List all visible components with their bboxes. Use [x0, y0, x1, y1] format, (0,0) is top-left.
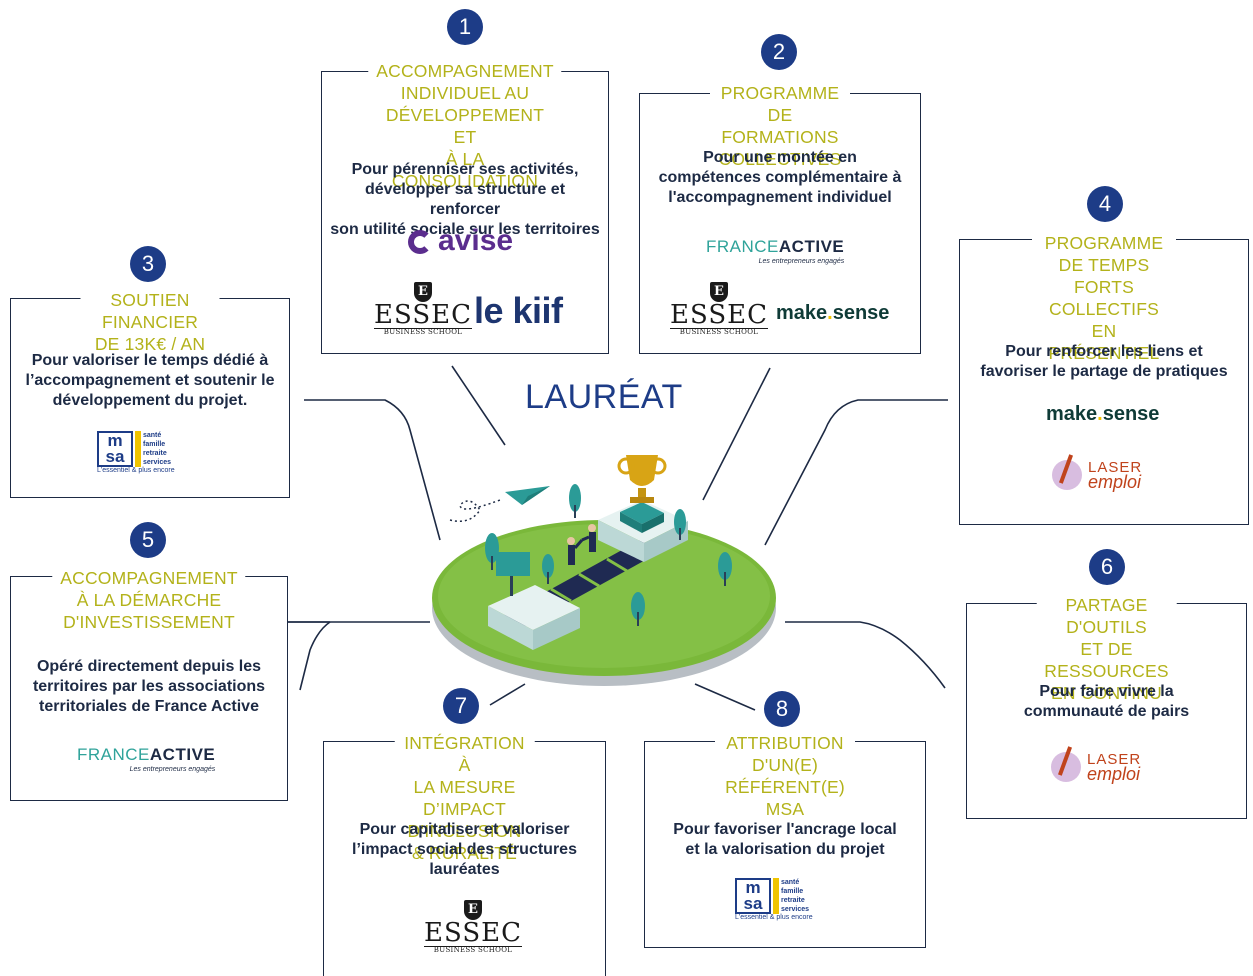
ms-dot: . — [827, 302, 833, 324]
center-title: LAURÉAT — [525, 378, 683, 416]
people-figures — [567, 524, 596, 565]
logo-avise: avise — [408, 224, 513, 258]
emploi-word: emploi — [1087, 764, 1141, 784]
essec-sub: BUSINESS SCHOOL — [670, 328, 769, 336]
island-illustration — [432, 455, 776, 686]
laser-emploi-icon — [1052, 460, 1082, 490]
sign-board — [496, 552, 530, 576]
essec-shield-icon: E — [464, 900, 483, 920]
badge-3: 3 — [130, 246, 166, 282]
box-7: INTÉGRATION À LA MESURE D’IMPACT D’INCLU… — [323, 732, 606, 976]
box-1: ACCOMPAGNEMENT INDIVIDUEL AU DÉVELOPPEME… — [321, 60, 609, 354]
laser-word: LASER — [1087, 751, 1142, 768]
logo-lekiif: le kiif — [474, 290, 563, 331]
laser-emploi-icon — [1051, 752, 1081, 782]
box-7-desc: Pour capitaliser et valoriser l’impact s… — [352, 821, 577, 878]
badge-5: 5 — [130, 522, 166, 558]
ms-b: sense — [832, 302, 890, 324]
box-8-desc: Pour favoriser l'ancrage local et la val… — [673, 821, 897, 858]
box-8: ATTRIBUTION D'UN(E) RÉFÉRENT(E) MSA Pour… — [644, 732, 926, 948]
ms-dot: . — [1097, 403, 1103, 425]
connector-8 — [694, 683, 756, 711]
badge-7: 7 — [443, 688, 479, 724]
box-3-title: SOUTIEN FINANCIER DE 13K€ / AN — [80, 289, 220, 355]
plane-trail — [449, 499, 501, 522]
essec-name: ESSEC — [670, 300, 769, 330]
box-3-desc: Pour valoriser le temps dédié à l’accomp… — [25, 352, 275, 409]
box-5-title: ACCOMPAGNEMENT À LA DÉMARCHE D'INVESTISS… — [52, 567, 246, 633]
fa-word-2: ACTIVE — [778, 237, 845, 256]
ms-a: make — [776, 302, 828, 324]
essec-name: ESSEC — [424, 918, 523, 948]
msa-tagline: L'essentiel & plus encore — [97, 467, 175, 474]
fa-word-1: FRANCE — [706, 237, 779, 256]
badge-4: 4 — [1087, 186, 1123, 222]
box-2-title: PROGRAMME DE FORMATIONS COLLECTIVES — [710, 82, 850, 170]
box-6-desc: Pour faire vivre la communauté de pairs — [1023, 683, 1190, 720]
badge-1: 1 — [447, 9, 483, 45]
fa-word-1: FRANCE — [77, 745, 150, 764]
fa-tagline: Les entrepreneurs engagés — [758, 258, 845, 265]
logo-france-active: FRANCEACTIVE Les entrepreneurs engagés — [77, 745, 215, 773]
connector-2 — [702, 367, 771, 501]
box-2-desc: Pour une montée en compétences complémen… — [658, 149, 902, 206]
start-block-top — [488, 585, 580, 630]
msa-mark-icon: m sa — [97, 431, 133, 467]
badge-8: 8 — [764, 691, 800, 727]
connector-7 — [489, 683, 526, 706]
essec-shield-icon: E — [710, 282, 729, 302]
essec-sub: BUSINESS SCHOOL — [374, 328, 473, 336]
ms-a: make — [1046, 403, 1098, 425]
fa-word-2: ACTIVE — [149, 745, 216, 764]
box-5-desc: Opéré directement depuis les territoires… — [32, 658, 266, 715]
connector-3 — [304, 399, 441, 541]
box-5: ACCOMPAGNEMENT À LA DÉMARCHE D'INVESTISS… — [10, 567, 288, 801]
box-7-title: INTÉGRATION À LA MESURE D’IMPACT D’INCLU… — [394, 732, 535, 864]
box-3: SOUTIEN FINANCIER DE 13K€ / AN Pour valo… — [10, 289, 290, 498]
msa-lines: santé famille retraite services — [773, 878, 809, 914]
box-6: PARTAGE D'OUTILS ET DE RESSOURCES EN CON… — [966, 594, 1247, 819]
connector-4 — [764, 399, 948, 546]
badge-6: 6 — [1089, 549, 1125, 585]
essec-sub: BUSINESS SCHOOL — [424, 946, 523, 954]
connector-6 — [785, 621, 946, 689]
logo-make-sense: make.sense — [1046, 403, 1159, 426]
box-1-title: ACCOMPAGNEMENT INDIVIDUEL AU DÉVELOPPEME… — [368, 60, 562, 192]
msa-mark-icon: m sa — [735, 878, 771, 914]
box-4: PROGRAMME DE TEMPS FORTS COLLECTIFS EN P… — [959, 232, 1249, 525]
avise-text: avise — [438, 224, 514, 257]
essec-shield-icon: E — [414, 282, 433, 302]
box-4-desc: Pour renforcer les liens et favoriser le… — [980, 343, 1228, 380]
msa-lines: santé famille retraite services — [135, 431, 171, 467]
laser-word: LASER — [1088, 459, 1143, 476]
trees — [485, 484, 732, 620]
logo-france-active: FRANCEACTIVE Les entrepreneurs engagés — [706, 237, 844, 265]
logo-make-sense: make.sense — [776, 302, 889, 325]
ms-b: sense — [1102, 403, 1160, 425]
box-2: PROGRAMME DE FORMATIONS COLLECTIVES Pour… — [639, 82, 921, 354]
connector-1 — [451, 365, 506, 446]
essec-name: ESSEC — [374, 300, 473, 330]
box-8-title: ATTRIBUTION D'UN(E) RÉFÉRENT(E) MSA — [715, 732, 855, 820]
fa-tagline: Les entrepreneurs engagés — [129, 766, 216, 773]
box-4-title: PROGRAMME DE TEMPS FORTS COLLECTIFS EN P… — [1032, 232, 1176, 364]
paper-plane-icon — [505, 486, 550, 505]
box-1-desc: Pour pérenniser ses activités, développe… — [330, 161, 600, 238]
box-6-title: PARTAGE D'OUTILS ET DE RESSOURCES EN CON… — [1036, 594, 1177, 704]
emploi-word: emploi — [1088, 472, 1142, 492]
trophy-icon — [626, 455, 658, 486]
avise-icon — [408, 230, 432, 255]
badge-2: 2 — [761, 34, 797, 70]
connector-lines — [288, 365, 948, 711]
connector-5c — [299, 621, 331, 691]
msa-tagline: L'essentiel & plus encore — [735, 914, 813, 921]
